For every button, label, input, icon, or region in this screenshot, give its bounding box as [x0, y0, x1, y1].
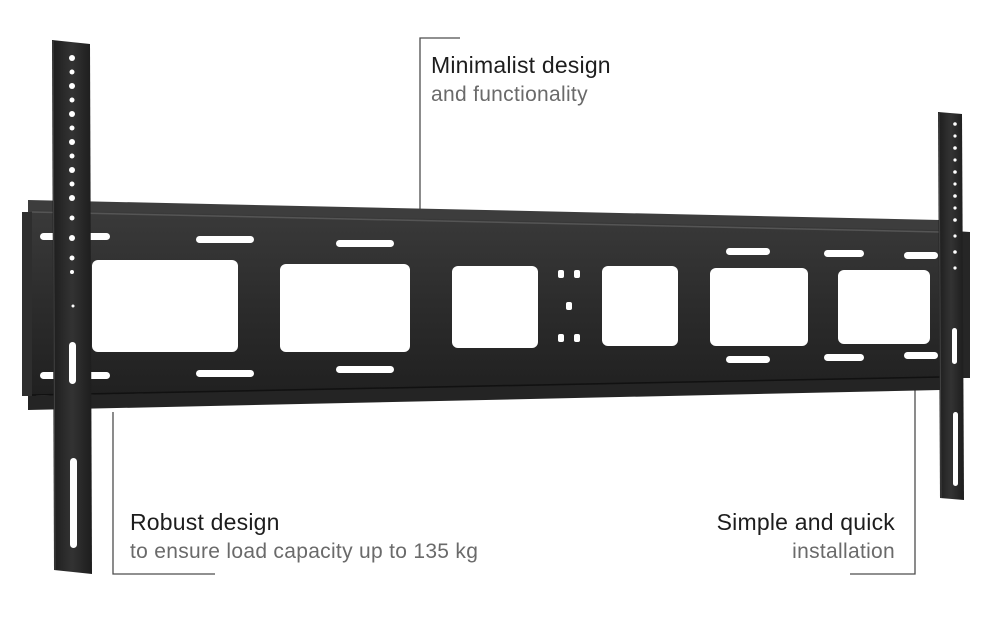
leader-lines [112, 37, 916, 575]
wall-plate-top-lip [28, 200, 940, 232]
callout-title: Robust design [130, 509, 280, 535]
callout-subtitle: and functionality [431, 83, 588, 106]
leader-line-simple [850, 386, 916, 575]
callout-subtitle: to ensure load capacity up to 135 kg [130, 540, 479, 563]
wall-plate-shadow-line [31, 376, 941, 396]
leader-line-robust [112, 412, 215, 575]
wall-plate-bottom-lip [28, 376, 940, 410]
right-vertical-arm [938, 112, 964, 500]
wall-plate-highlight [31, 211, 941, 233]
callout-subtitle: installation [792, 540, 895, 563]
callout-title: Simple and quick [716, 509, 895, 535]
leader-line-minimalist [419, 37, 460, 212]
plate-cutouts [92, 260, 930, 352]
callout-minimalist-design: Minimalist design and functionality [431, 50, 611, 110]
center-holes [558, 270, 580, 342]
callout-simple-installation: Simple and quick installation [717, 507, 895, 567]
callout-robust-design: Robust design to ensure load capacity up… [130, 507, 478, 567]
callout-title: Minimalist design [431, 52, 611, 78]
left-vertical-arm [52, 40, 92, 574]
